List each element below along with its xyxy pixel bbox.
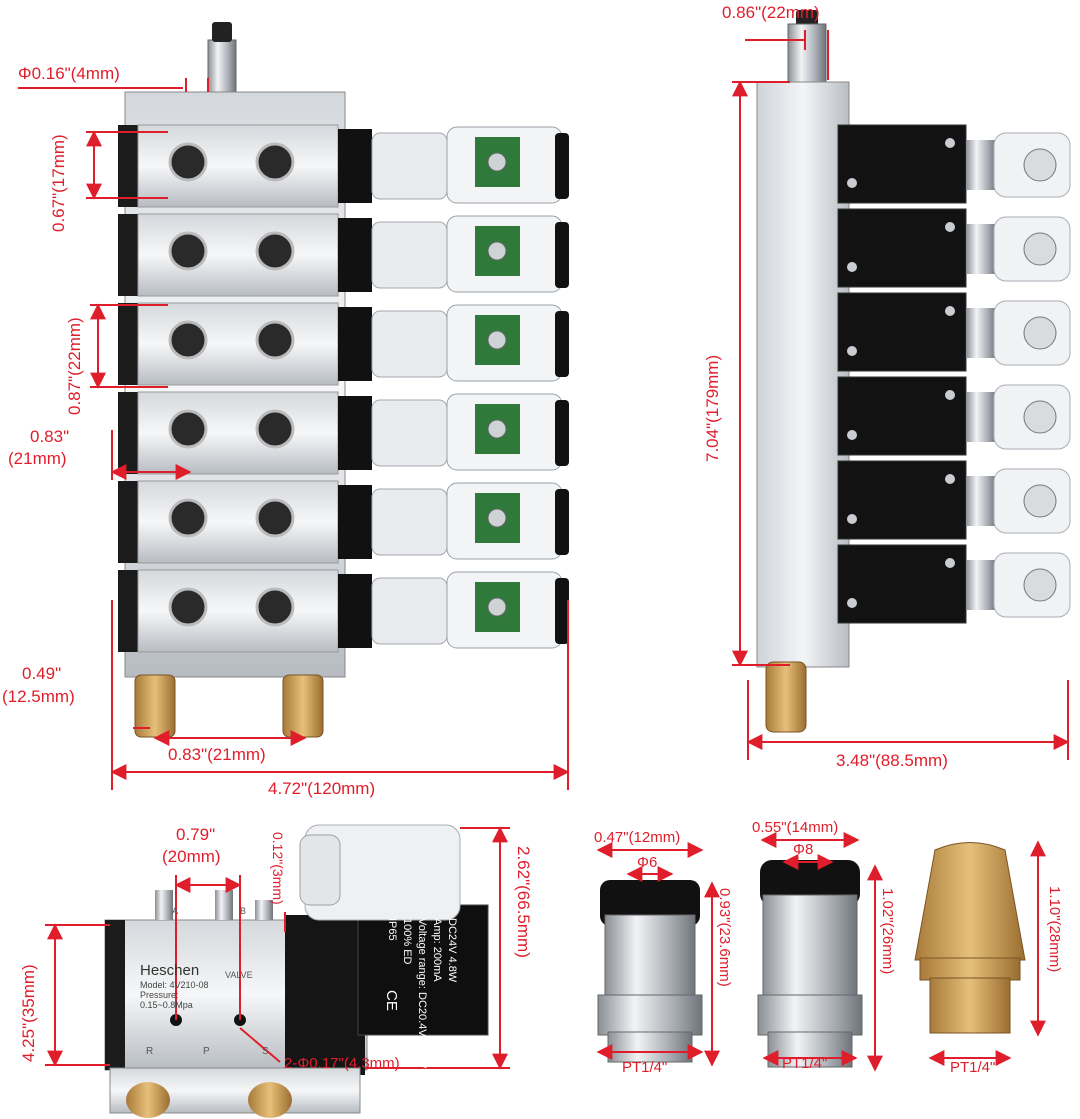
side-station — [837, 292, 1071, 372]
coil-screw — [487, 597, 507, 617]
front-station — [118, 480, 569, 564]
port-hole — [168, 587, 208, 627]
dim-label-26mm: 1.02"(26mm) — [879, 888, 896, 975]
fitting-8mm — [757, 860, 863, 1068]
valve-model: Model: 4V210-08 — [140, 980, 209, 990]
coil-voltage: DC24V 4.8W — [446, 918, 458, 983]
front-station — [118, 569, 569, 653]
front-station — [118, 391, 569, 475]
side-station — [837, 208, 1071, 288]
valve-brand: Heschen — [140, 962, 200, 979]
coil-screw — [487, 419, 507, 439]
side-station — [837, 124, 1071, 204]
coil-voltage-range: Voltage range: DC20.4V-26.4V — [416, 918, 428, 1069]
fitting-6mm — [597, 880, 703, 1063]
brass-muffler — [914, 842, 1026, 1034]
port-hole — [168, 320, 208, 360]
dim-label-0-83-left: 0.83" — [30, 427, 70, 446]
dim-label-4-3mm: 2-Φ0.17"(4.3mm) — [284, 1055, 400, 1072]
dim-label-pt14-c: PT1/4" — [950, 1059, 996, 1076]
port-hole — [168, 409, 208, 449]
dimension-lines — [18, 30, 1070, 1072]
dim-label-120mm: 4.72"(120mm) — [268, 779, 376, 798]
dim-label-17mm: 0.67"(17mm) — [49, 134, 68, 232]
dim-label-phi6: Φ6 — [637, 854, 658, 871]
side-station — [837, 376, 1071, 456]
dim-label-28mm: 1.10"(28mm) — [1046, 886, 1063, 973]
dim-label-phi8: Φ8 — [793, 841, 814, 858]
side-view-manifold — [756, 10, 1071, 733]
front-station — [118, 213, 569, 297]
coil-screw — [487, 241, 507, 261]
dim-label-23-6mm: 0.93"(23.6mm) — [716, 888, 733, 987]
dim-label-0-49: 0.49" — [22, 664, 62, 683]
port-hole — [255, 498, 295, 538]
ce-mark: CE — [383, 990, 400, 1011]
dim-label-pt14-a: PT1/4" — [622, 1059, 668, 1076]
port-hole — [168, 498, 208, 538]
dim-label-179mm: 7.04"(179mm) — [703, 354, 722, 462]
port-r: R — [146, 1046, 154, 1057]
single-valve-view — [104, 824, 489, 1118]
port-hole — [255, 231, 295, 271]
front-station — [118, 124, 569, 208]
port-hole — [255, 409, 295, 449]
port-s: S — [262, 1046, 269, 1057]
dim-label-20mm: (20mm) — [162, 847, 221, 866]
port-hole — [255, 320, 295, 360]
valve-word: VALVE — [225, 970, 253, 980]
dim-label-3mm: 0.12"(3mm) — [270, 832, 286, 905]
port-hole — [255, 587, 295, 627]
valve-pressure-label: Pressure: — [140, 990, 179, 1000]
coil-screw — [487, 152, 507, 172]
coil-screw — [487, 330, 507, 350]
port-hole — [168, 231, 208, 271]
side-station — [837, 544, 1071, 624]
front-station — [118, 302, 569, 386]
front-view-manifold — [118, 22, 569, 738]
dim-label-21mm-left: (21mm) — [8, 449, 67, 468]
dim-label-12mm: 0.47"(12mm) — [594, 829, 681, 846]
dim-label-pt14-b: PT1/4" — [782, 1055, 828, 1072]
coil-ip: IP65 — [386, 918, 398, 941]
dim-label-14mm: 0.55"(14mm) — [752, 819, 839, 836]
dim-label-88-5mm: 3.48"(88.5mm) — [836, 751, 948, 770]
port-hole — [168, 142, 208, 182]
dim-label-21mm-bottom: 0.83"(21mm) — [168, 745, 266, 764]
dim-label-22mm: 0.87"(22mm) — [65, 317, 84, 415]
side-station — [837, 460, 1071, 540]
coil-amp: Amp: 200mA — [431, 918, 443, 982]
dim-label-0-79: 0.79" — [176, 825, 216, 844]
port-p: P — [203, 1046, 210, 1057]
dim-label-22mm-top: 0.86"(22mm) — [722, 3, 820, 22]
valve-pressure-value: 0.15~0.8Mpa — [140, 1000, 193, 1010]
coil-duty: 100% ED — [401, 918, 413, 965]
dim-label-35mm: 4.25"(35mm) — [19, 964, 38, 1062]
coil-screw — [487, 508, 507, 528]
dim-label-4mm: Φ0.16"(4mm) — [18, 64, 120, 83]
dim-label-12-5mm: (12.5mm) — [2, 687, 75, 706]
port-a: A — [172, 906, 179, 916]
port-b: B — [240, 906, 247, 916]
dim-leader-4-3mm — [239, 1027, 281, 1063]
dim-label-66-5mm: 2.62"(66.5mm) — [514, 846, 533, 958]
port-hole — [255, 142, 295, 182]
